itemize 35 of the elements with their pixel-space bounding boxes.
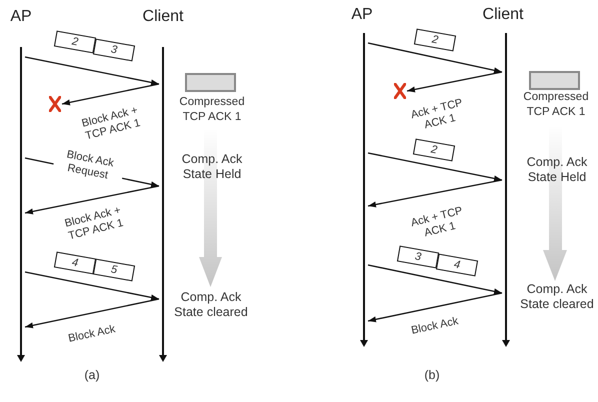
message-arrow: [24, 185, 160, 214]
message-arrow: [368, 42, 502, 74]
lifeline-heading: Client: [142, 7, 184, 27]
message-arrow: [368, 179, 502, 208]
buffer-caption: Compressed TCP ACK 1: [178, 95, 246, 125]
buffer-box: [529, 71, 580, 90]
packet-box: 2: [414, 28, 456, 52]
message-arrow: [368, 292, 502, 322]
buffer-box: [185, 73, 236, 92]
loss-cross-icon: [394, 83, 406, 99]
state-note: Comp. Ack State Held: [526, 155, 588, 185]
state-note: Comp. Ack State Held: [180, 152, 244, 182]
state-note: Comp. Ack State cleared: [519, 282, 595, 312]
message-arrow: [62, 83, 160, 106]
message-arrow: [406, 71, 502, 92]
packet-box: 4: [436, 254, 478, 276]
lifeline-heading: Client: [482, 5, 524, 25]
panel-label: (a): [83, 368, 101, 383]
lifeline-heading: AP: [10, 7, 32, 27]
message-arrow: [368, 264, 502, 294]
packet-box: 2: [54, 30, 96, 54]
message-arrow: [24, 56, 160, 86]
state-note: Comp. Ack State cleared: [173, 290, 249, 320]
loss-cross-icon: [49, 96, 61, 112]
packet-box: 3: [92, 38, 136, 62]
message-arrow: [24, 298, 160, 328]
buffer-caption: Compressed TCP ACK 1: [522, 90, 590, 120]
message-arrow: [368, 152, 502, 182]
packet-box: 3: [396, 246, 440, 268]
message-arrow: [24, 271, 160, 300]
packet-box: 4: [54, 252, 96, 274]
panel-label: (b): [423, 368, 441, 383]
packet-box: 5: [92, 258, 136, 282]
lifeline-heading: AP: [351, 5, 373, 25]
packet-box: 2: [412, 138, 456, 162]
